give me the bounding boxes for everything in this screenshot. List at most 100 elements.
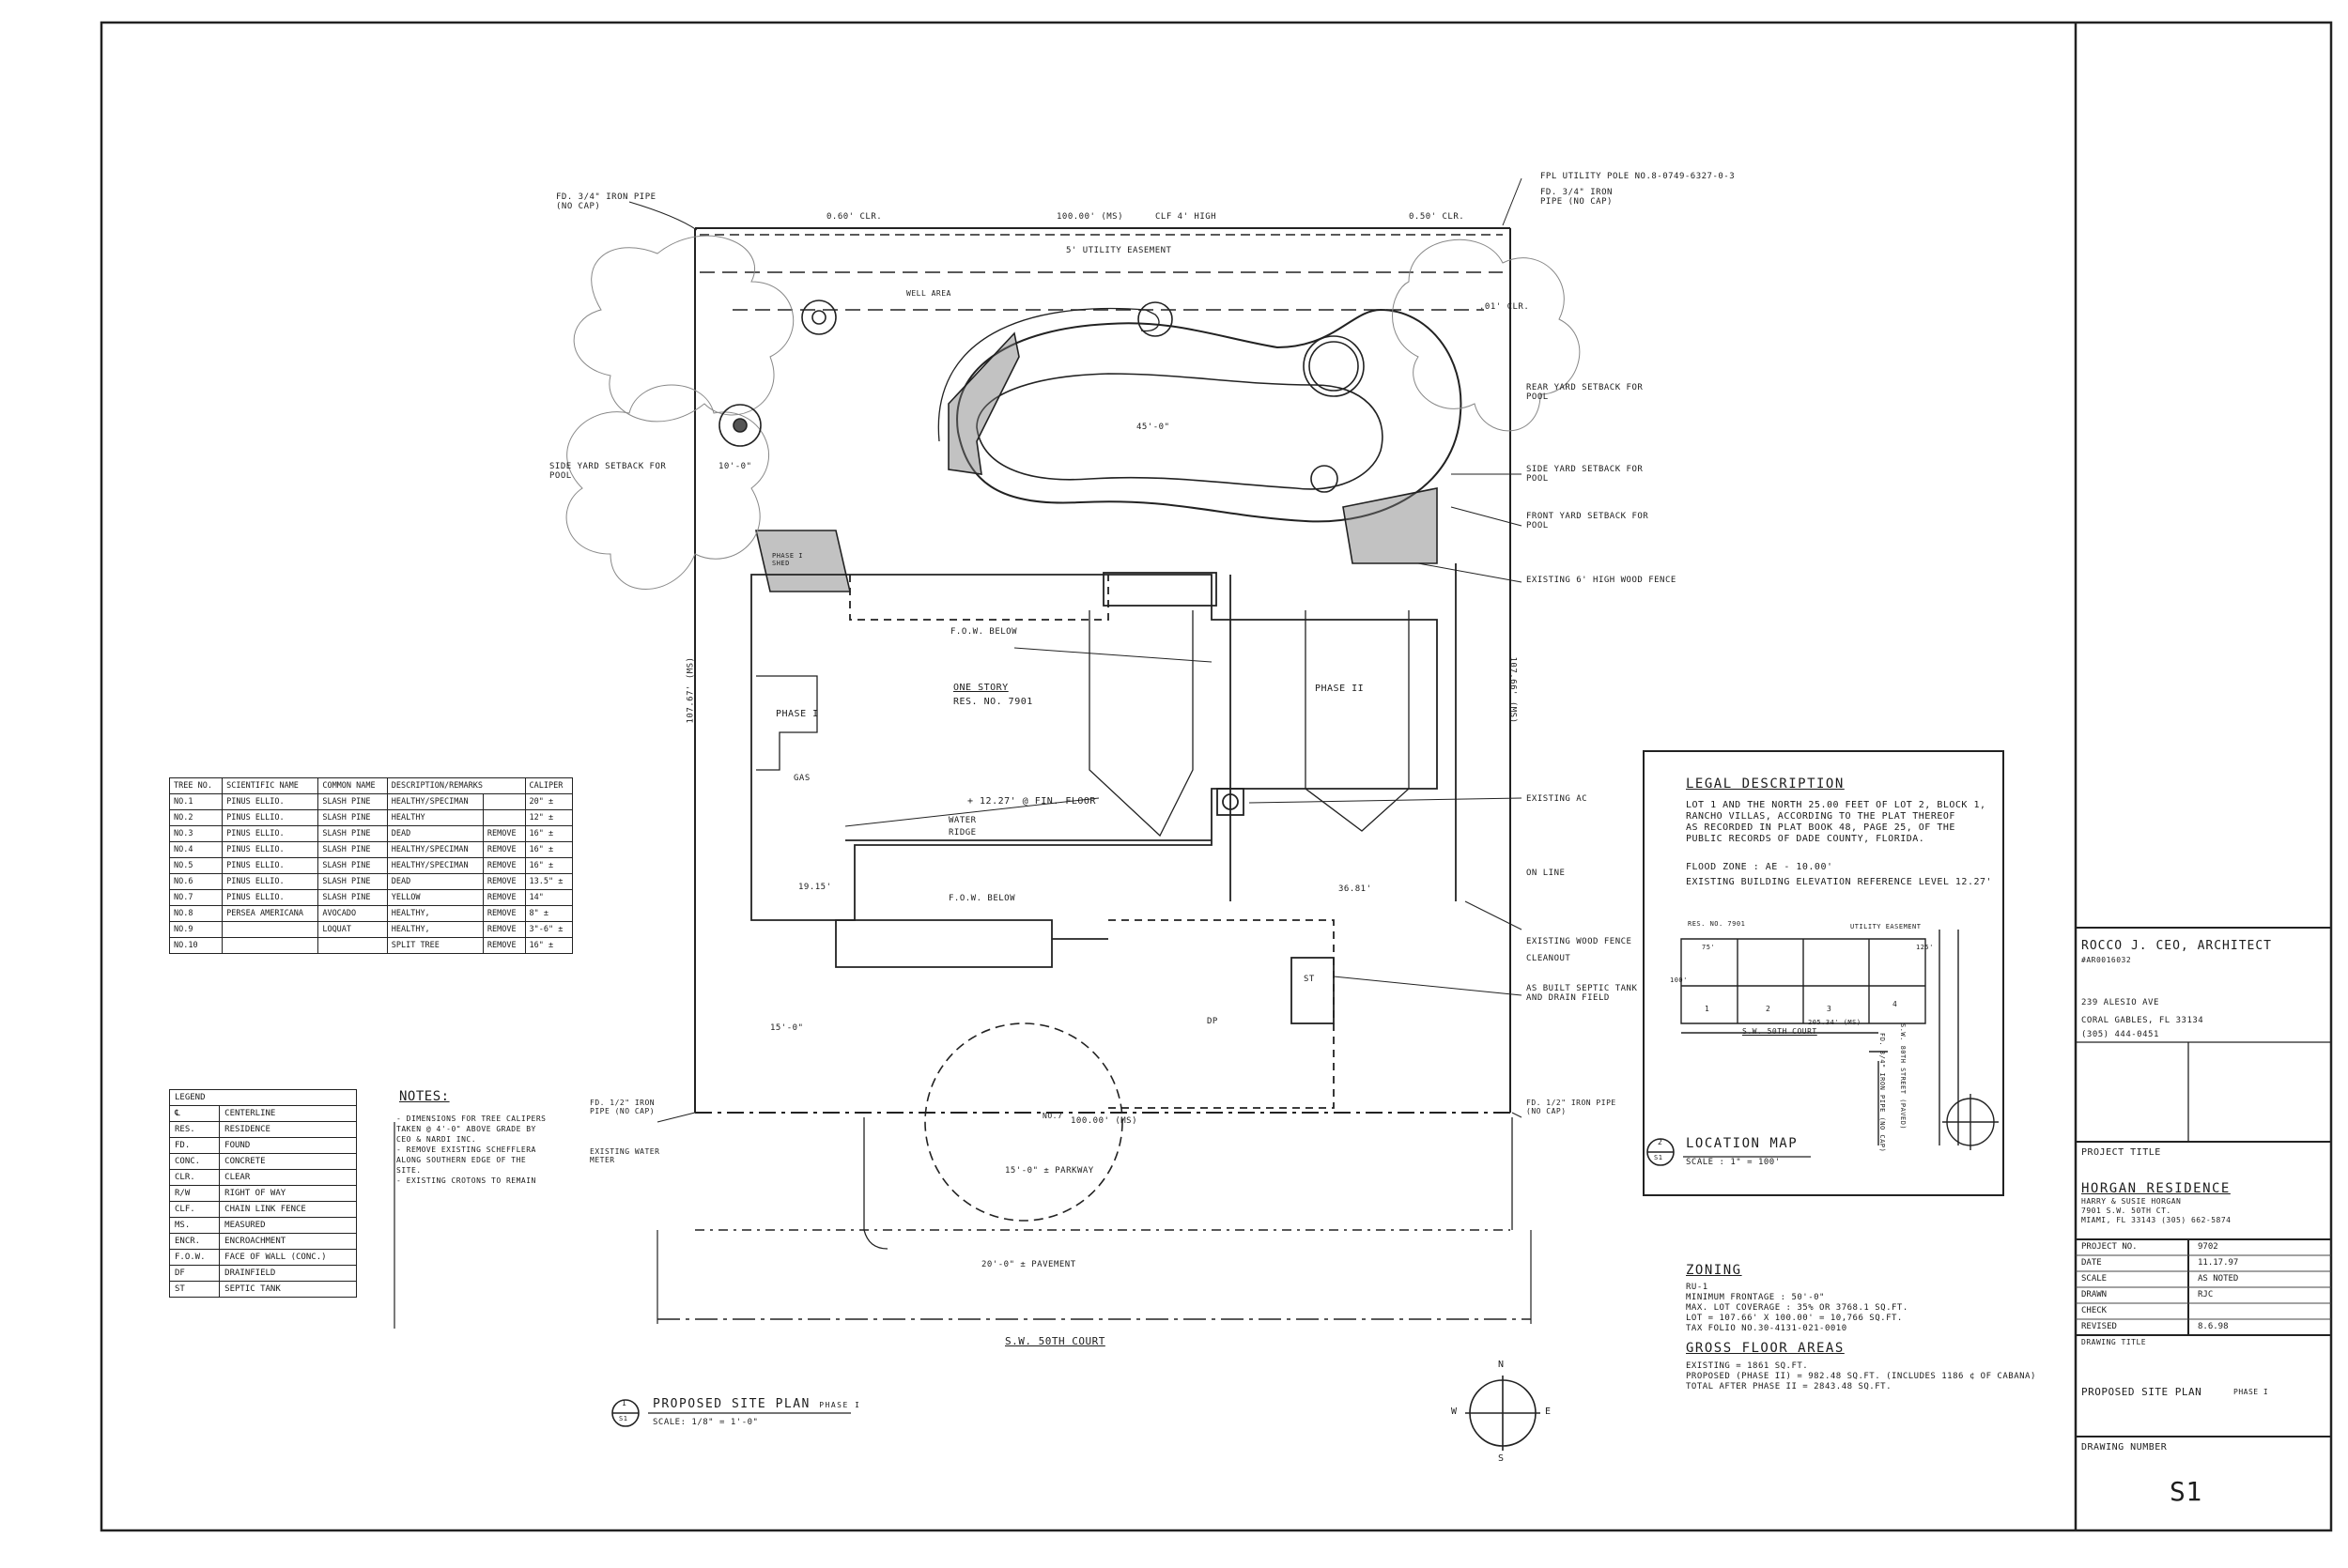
label-cleanout: CLEANOUT — [1526, 954, 1571, 963]
label-water-meter: EXISTING WATER METER — [590, 1147, 660, 1164]
gross-floor-title: GROSS FLOOR AREAS — [1686, 1341, 1845, 1356]
table-cell: HEALTHY, — [386, 905, 484, 922]
table-cell: NO.5 — [168, 857, 224, 874]
lm-lot4: 4 — [1892, 1000, 1898, 1008]
legend-row: MS.MEASURED — [168, 1217, 357, 1234]
tb-field-label: PROJECT NO. — [2081, 1242, 2138, 1252]
table-cell: REMOVE — [482, 889, 526, 906]
col-tree-no: TREE NO. — [168, 777, 224, 794]
label-utility-easement: 5' UTILITY EASEMENT — [1066, 246, 1172, 255]
table-cell: PINUS ELLIO. — [222, 841, 319, 858]
text-line: - EXISTING CROTONS TO REMAIN — [396, 1176, 536, 1185]
legend-row: CLF.CHAIN LINK FENCE — [168, 1201, 357, 1218]
tree-no2 — [801, 300, 837, 335]
table-cell: PINUS ELLIO. — [222, 857, 319, 874]
table-cell — [222, 937, 319, 954]
tb-field-label: CHECK — [2081, 1306, 2108, 1315]
pool-inner — [976, 373, 1383, 490]
drawing-title-main: PROPOSED SITE PLAN — [653, 1397, 811, 1411]
label-iron-pipe-ne: FD. 3/4" IRON PIPE (NO CAP) — [1540, 188, 1613, 207]
drawing-title-phase: PHASE I — [819, 1401, 861, 1409]
table-cell: REMOVE — [482, 873, 526, 890]
table-cell: REMOVE — [482, 905, 526, 922]
label-septic: AS BUILT SEPTIC TANK AND DRAIN FIELD — [1526, 984, 1638, 1003]
legend-abbr: CLF. — [168, 1201, 221, 1218]
table-cell: NO.4 — [168, 841, 224, 858]
architect-address1: 239 ALESIO AVE — [2081, 998, 2159, 1007]
table-cell: AVOCADO — [317, 905, 388, 922]
legend-meaning: CHAIN LINK FENCE — [219, 1201, 357, 1218]
table-cell: NO.9 — [168, 921, 224, 938]
table-cell: 16" ± — [524, 825, 574, 842]
text-line: RANCHO VILLAS, ACCORDING TO THE PLAT THE… — [1686, 811, 1955, 822]
table-cell: 12" ± — [524, 809, 574, 826]
gross-floor-lines: EXISTING = 1861 SQ.FT.PROPOSED (PHASE II… — [1686, 1361, 2036, 1392]
legend-abbr: ST — [168, 1281, 221, 1298]
table-cell: SLASH PINE — [317, 825, 388, 842]
table-cell: NO.8 — [168, 905, 224, 922]
legend-abbr: ENCR. — [168, 1233, 221, 1250]
sheet-border — [100, 21, 2333, 1532]
legend-abbr: CLR. — [168, 1169, 221, 1186]
label-clr-right: 0.50' CLR. — [1409, 212, 1465, 222]
table-cell: HEALTHY/SPECIMAN — [386, 841, 484, 858]
table-cell: HEALTHY — [386, 809, 484, 826]
legend-meaning: CLEAR — [219, 1169, 357, 1186]
legal-box — [1643, 750, 2004, 1196]
label-on-line: ON LINE — [1526, 869, 1566, 878]
table-cell: REMOVE — [482, 937, 526, 954]
detail-bubble-1-sheet: S1 — [619, 1415, 628, 1422]
label-phase-shed: PHASE I SHED — [772, 552, 804, 567]
lm-dim-20534: 205.34' (MS) — [1808, 1019, 1861, 1026]
architect-phone: (305) 444-0451 — [2081, 1030, 2159, 1039]
client-city: MIAMI, FL 33143 (305) 662-5874 — [2081, 1216, 2232, 1224]
north-arrow-main — [1465, 1376, 1540, 1451]
label-wood-fence-6: EXISTING 6' HIGH WOOD FENCE — [1526, 576, 1676, 585]
tb-drawing-phase: PHASE I — [2233, 1388, 2269, 1396]
text-line: TAX FOLIO NO.30-4131-021-0010 — [1686, 1324, 1847, 1333]
table-cell: NO.3 — [168, 825, 224, 842]
text-line: LOT 1 AND THE NORTH 25.00 FEET OF LOT 2,… — [1686, 800, 1986, 810]
legend-row: ℄CENTERLINE — [168, 1105, 357, 1122]
tree-schedule-table: TREE NO. SCIENTIFIC NAME COMMON NAME DES… — [168, 777, 574, 954]
legend-row: F.O.W.FACE OF WALL (CONC.) — [168, 1249, 357, 1266]
lm-res: RES. NO. 7901 — [1688, 920, 1746, 928]
table-cell: 14" — [524, 889, 574, 906]
label-one-story: ONE STORY — [953, 683, 1009, 693]
label-iron-pipe-nw: FD. 3/4" IRON PIPE (NO CAP) — [556, 192, 657, 211]
table-cell: 16" ± — [524, 841, 574, 858]
drawing-title: PROPOSED SITE PLAN PHASE I — [653, 1397, 860, 1411]
table-cell: NO.10 — [168, 937, 224, 954]
drawing-number-label: DRAWING NUMBER — [2081, 1442, 2168, 1453]
property-boundary — [694, 227, 1511, 1114]
tb-field-value: AS NOTED — [2198, 1274, 2239, 1284]
pool-deck — [937, 307, 1160, 442]
label-dim-3681: 36.81' — [1338, 884, 1372, 894]
text-line: EXISTING = 1861 SQ.FT. — [1686, 1361, 1809, 1371]
detail-bubble-2-no: 2 — [1658, 1138, 1663, 1146]
label-fow-below-top: F.O.W. BELOW — [950, 627, 1018, 637]
legend-row: RES.RESIDENCE — [168, 1121, 357, 1138]
parkway-tree-circle — [924, 1022, 1123, 1222]
table-cell: 13.5" ± — [524, 873, 574, 890]
architect-name: ROCCO J. CEO, ARCHITECT — [2081, 939, 2273, 953]
pool-outline — [956, 308, 1462, 523]
table-cell: PINUS ELLIO. — [222, 825, 319, 842]
legend-meaning: CENTERLINE — [219, 1105, 357, 1122]
table-cell — [222, 921, 319, 938]
label-dim-15: 15'-0" — [770, 1023, 804, 1033]
table-cell: NO.6 — [168, 873, 224, 890]
project-title-label: PROJECT TITLE — [2081, 1147, 2161, 1158]
col-description: DESCRIPTION/REMARKS — [386, 777, 526, 794]
label-wood-fence: EXISTING WOOD FENCE — [1526, 937, 1632, 946]
rock-planter-east — [1342, 487, 1438, 564]
text-line: PUBLIC RECORDS OF DADE COUNTY, FLORIDA. — [1686, 834, 1925, 844]
legend-abbr: FD. — [168, 1137, 221, 1154]
table-cell: REMOVE — [482, 921, 526, 938]
